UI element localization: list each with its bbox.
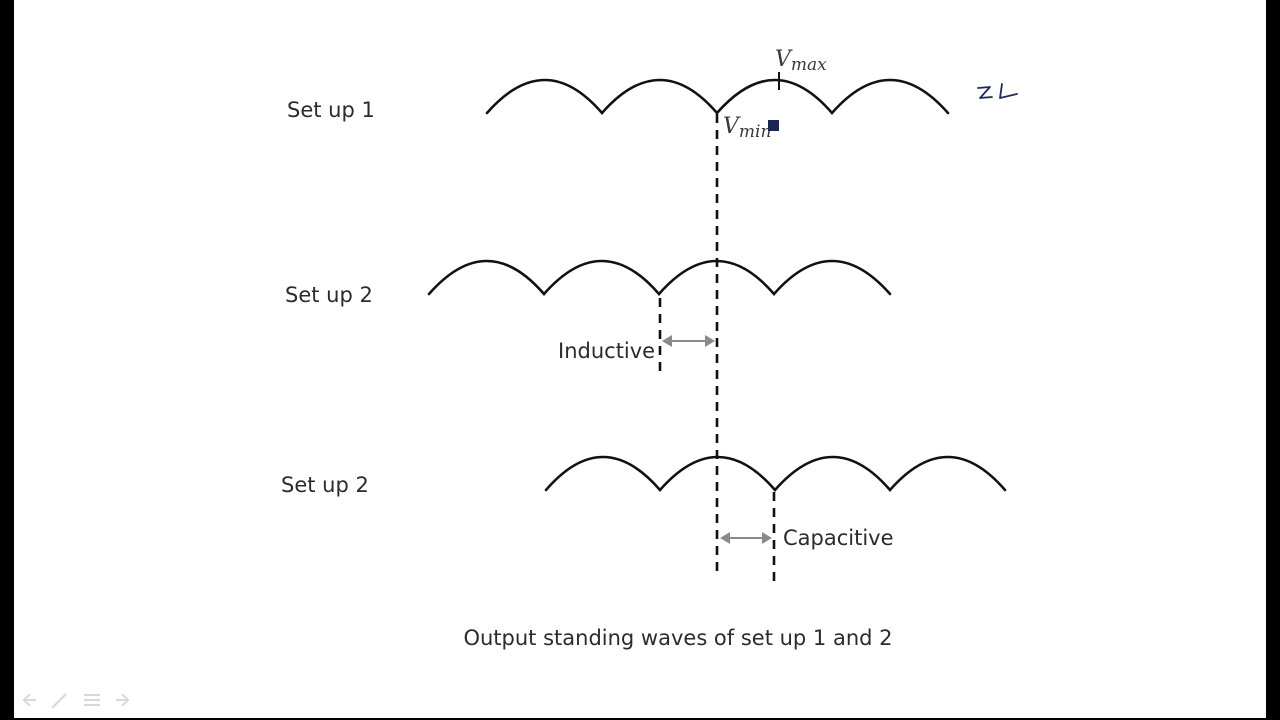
standing-wave-setup-1: [485, 78, 950, 115]
text-cursor-marker: [768, 120, 779, 131]
vmin-label: Vmin: [723, 114, 771, 142]
setup-1-label: Set up 1: [287, 98, 375, 122]
capacitive-shift-arrow: [720, 532, 772, 544]
arrow-left-icon[interactable]: [22, 693, 36, 707]
figure-caption: Output standing waves of set up 1 and 2: [463, 626, 892, 650]
slide-background: [14, 0, 1266, 718]
vmax-label: Vmax: [775, 47, 827, 75]
pen-icon[interactable]: [51, 693, 67, 709]
setup-2-label: Set up 2: [285, 283, 373, 307]
setup-3-label: Set up 2: [281, 473, 369, 497]
handwritten-zl-annotation: [977, 83, 1018, 99]
inductive-label: Inductive: [558, 339, 655, 363]
menu-icon[interactable]: [84, 694, 100, 706]
standing-wave-setup-3: [544, 455, 1007, 492]
standing-wave-setup-2: [427, 259, 892, 296]
capacitive-label: Capacitive: [783, 526, 894, 550]
inductive-shift-arrow: [662, 335, 715, 347]
arrow-right-icon[interactable]: [116, 693, 130, 707]
